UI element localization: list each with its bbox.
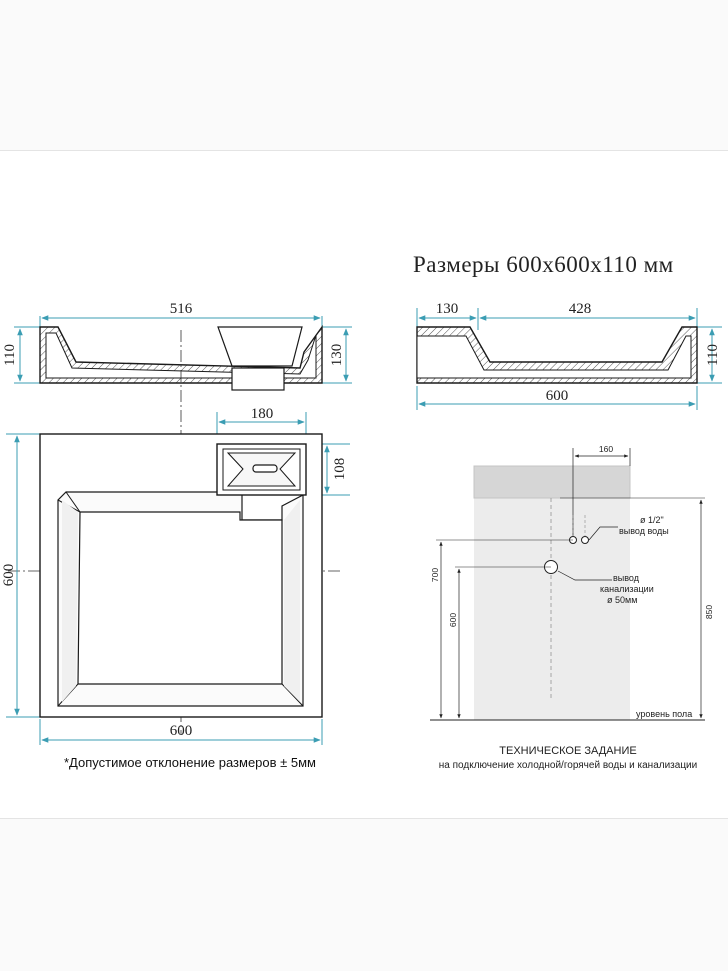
dim-600-horizontal: 600 [170,723,193,739]
water-outlet-hot [581,536,589,544]
water-outlet-size: ø 1/2" [640,515,664,525]
dim-700: 700 [430,568,440,582]
dim-428: 428 [569,301,592,317]
top-view: 180 108 600 600 [1,330,350,745]
floor-level-label: уровень пола [636,709,692,719]
dim-108: 108 [332,458,348,481]
tolerance-note: *Допустимое отклонение размеров ± 5мм [64,755,316,770]
dim-600-vertical: 600 [1,564,17,587]
sewer-size: ø 50мм [607,595,637,605]
dim-600-install: 600 [448,613,458,627]
dim-130-top: 130 [436,301,459,317]
dim-110-right: 110 [705,344,721,366]
installation-diagram: 160 ø 1/2" вывод воды вывод канализации … [430,444,714,721]
dim-850: 850 [704,605,714,619]
dim-160: 160 [599,444,613,454]
dim-516: 516 [170,301,193,317]
water-outlet-label: вывод воды [619,526,669,536]
sewer-label-1: вывод [613,573,640,583]
tech-spec-subtitle: на подключение холодной/горячей воды и к… [439,760,697,771]
dim-110-left: 110 [2,344,18,366]
dim-180: 180 [251,406,274,422]
dim-130: 130 [329,344,345,367]
bottom-margin-band [0,818,728,971]
drawing-title: Размеры 600x600x110 мм [413,252,674,277]
side-view-right: 130 428 110 600 [416,301,722,410]
tech-spec-title: ТЕХНИЧЕСКОЕ ЗАДАНИЕ [499,745,636,757]
side-view-left: 516 110 130 [2,301,352,391]
dim-600-side: 600 [546,388,569,404]
top-margin-band [0,0,728,151]
sewer-label-2: канализации [600,584,654,594]
